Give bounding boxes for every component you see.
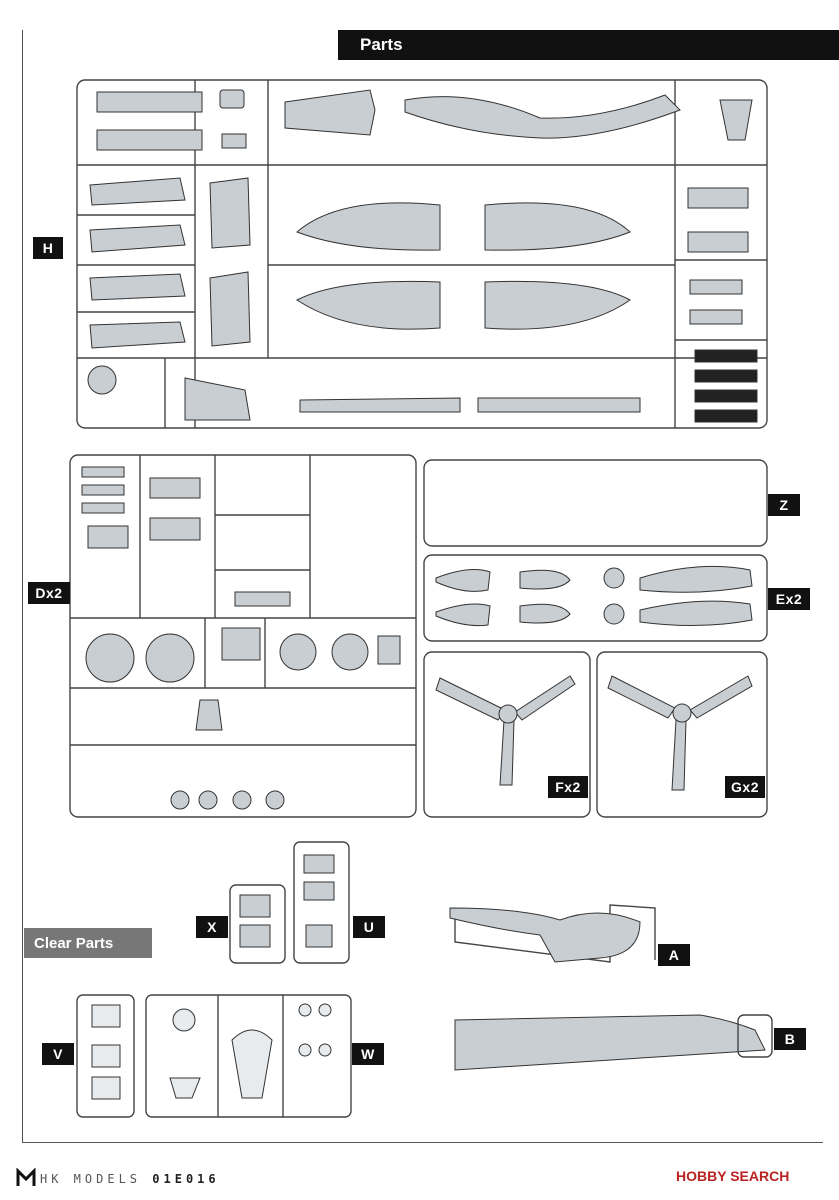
brand-name: HK MODELS xyxy=(40,1172,142,1186)
sprue-d-parts xyxy=(81,466,401,810)
sprue-tag-e: Ex2 xyxy=(768,588,810,610)
sprue-tag-g: Gx2 xyxy=(725,776,765,798)
kit-code: 01E016 xyxy=(152,1172,220,1186)
sprue-h-parts xyxy=(87,89,758,423)
sprue-tag-h: H xyxy=(33,237,63,259)
propeller-f xyxy=(435,675,576,786)
sprue-tag-d: Dx2 xyxy=(28,582,70,604)
sprue-e-frame xyxy=(423,554,768,642)
parts-title: Parts xyxy=(360,35,403,54)
sprue-tag-u: U xyxy=(353,916,385,938)
sprue-h-frame xyxy=(76,79,768,429)
sprue-tag-v: V xyxy=(42,1043,74,1065)
sprue-w-frame xyxy=(145,994,352,1118)
sprue-d-frame xyxy=(69,454,417,818)
sprue-x-frame xyxy=(229,884,286,964)
clear-parts-header: Clear Parts xyxy=(24,928,152,958)
clear-parts-title: Clear Parts xyxy=(34,934,114,952)
fuselage-part-b xyxy=(454,1014,766,1071)
sprue-g-frame xyxy=(596,651,768,818)
fuselage-part-a xyxy=(449,907,641,963)
watermark: HOBBY SEARCH xyxy=(676,1168,790,1184)
sprue-e-parts xyxy=(435,565,753,627)
sprue-z-frame xyxy=(423,459,768,547)
sprue-tag-x: X xyxy=(196,916,228,938)
propeller-g xyxy=(607,675,753,791)
brand-logo-icon xyxy=(16,1168,36,1186)
sprue-tag-a: A xyxy=(658,944,690,966)
sprue-f-frame xyxy=(423,651,591,818)
sprue-xu-parts xyxy=(239,854,335,948)
sprue-u-frame xyxy=(293,841,350,964)
sprue-tag-z: Z xyxy=(768,494,800,516)
sprue-b-runner xyxy=(737,1014,773,1058)
sprue-v-frame xyxy=(76,994,135,1118)
clear-parts xyxy=(91,1003,332,1100)
page-frame xyxy=(22,30,823,1143)
sprue-tag-b: B xyxy=(774,1028,806,1050)
parts-header: Parts xyxy=(338,30,839,60)
sprue-tag-w: W xyxy=(352,1043,384,1065)
footer-brand: HK MODELS 01E016 xyxy=(40,1172,220,1186)
sprue-tag-f: Fx2 xyxy=(548,776,588,798)
